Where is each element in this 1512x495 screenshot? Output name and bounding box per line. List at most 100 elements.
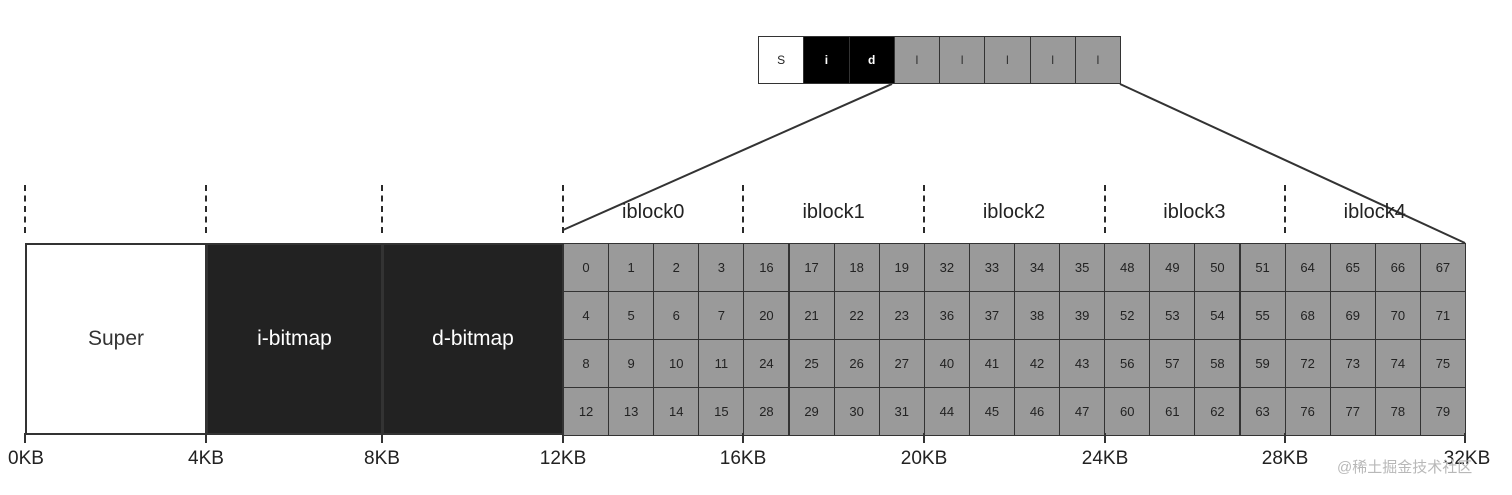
watermark: @稀土掘金技术社区 [1337, 459, 1473, 476]
inode-cell: 35 [1059, 243, 1106, 292]
inode-cell: 64 [1284, 243, 1331, 292]
iblock-label: iblock2 [982, 201, 1046, 223]
inode-cell: 28 [743, 387, 790, 436]
inode-cell: 24 [743, 339, 790, 388]
inode-cell: 46 [1014, 387, 1061, 436]
inode-cell: 3 [698, 243, 745, 292]
inode-cell: 45 [968, 387, 1015, 436]
boundary-dash [562, 185, 564, 233]
inode-cell: 32 [923, 243, 970, 292]
offset-tick-mark [205, 433, 207, 443]
inode-cell: 29 [788, 387, 835, 436]
inode-cell: 49 [1149, 243, 1196, 292]
offset-tick-label: 8KB [364, 448, 400, 469]
offset-tick-mark [923, 433, 925, 443]
boundary-dash [742, 185, 744, 233]
inode-bitmap-label: i-bitmap [257, 327, 332, 350]
inode-cell: 11 [698, 339, 745, 388]
inode-cell: 60 [1104, 387, 1151, 436]
boundary-dash [923, 185, 925, 233]
inode-cell: 39 [1059, 291, 1106, 340]
inode-cell: 59 [1239, 339, 1286, 388]
inode-cell: 67 [1419, 243, 1466, 292]
inode-cell: 19 [878, 243, 925, 292]
inode-cell: 61 [1149, 387, 1196, 436]
offset-tick-mark [381, 433, 383, 443]
inode-cell: 69 [1329, 291, 1376, 340]
inode-cell: 78 [1374, 387, 1421, 436]
inode-cell: 52 [1104, 291, 1151, 340]
inode-cell: 53 [1149, 291, 1196, 340]
offset-tick-label: 0KB [8, 448, 44, 469]
zoom-connector-left [562, 83, 893, 231]
inode-cell: 63 [1239, 387, 1286, 436]
inode-cell: 9 [608, 339, 655, 388]
inode-cell: 13 [608, 387, 655, 436]
inode-cell: 50 [1194, 243, 1241, 292]
inode-cell: 16 [743, 243, 790, 292]
boundary-dash [381, 185, 383, 233]
inode-cell: 7 [698, 291, 745, 340]
inode-cell: 37 [968, 291, 1015, 340]
inode-cell: 22 [833, 291, 880, 340]
zoom-block-gray: I [984, 36, 1031, 84]
inode-cell: 10 [653, 339, 700, 388]
inode-cell: 74 [1374, 339, 1421, 388]
inode-cell: 56 [1104, 339, 1151, 388]
offset-tick-mark [1104, 433, 1106, 443]
inode-cell: 30 [833, 387, 880, 436]
inode-cell: 75 [1419, 339, 1466, 388]
iblock-label: iblock1 [802, 201, 865, 223]
offset-tick-mark [562, 433, 564, 443]
inode-cell: 12 [563, 387, 610, 436]
offset-tick-mark [1284, 433, 1286, 443]
inode-cell: 23 [878, 291, 925, 340]
inode-cell: 15 [698, 387, 745, 436]
data-bitmap-block: d-bitmap [382, 243, 564, 435]
zoom-block-gray: I [1074, 36, 1121, 84]
inode-cell: 43 [1059, 339, 1106, 388]
offset-tick-label: 32KB [1443, 448, 1491, 469]
inode-cell: 58 [1194, 339, 1241, 388]
inode-cell: 20 [743, 291, 790, 340]
inode-cell: 73 [1329, 339, 1376, 388]
inode-cell: 2 [653, 243, 700, 292]
offset-tick-label: 4KB [188, 448, 224, 469]
offset-tick-label: 12KB [539, 448, 587, 469]
inode-cell: 17 [788, 243, 835, 292]
zoom-block-gray: I [1029, 36, 1076, 84]
inode-cell: 77 [1329, 387, 1376, 436]
boundary-dash [1284, 185, 1286, 233]
zoom-block-white: S [758, 36, 805, 84]
super-block-label: Super [87, 327, 145, 350]
inode-cell: 8 [563, 339, 610, 388]
inode-bitmap-block: i-bitmap [206, 243, 383, 435]
inode-cell: 65 [1329, 243, 1376, 292]
zoom-block-black: i [803, 36, 850, 84]
inode-cell: 5 [608, 291, 655, 340]
zoom-connector-right [1119, 83, 1466, 244]
inode-cell: 21 [788, 291, 835, 340]
inode-cell: 33 [968, 243, 1015, 292]
inode-cell: 44 [923, 387, 970, 436]
offset-tick-label: 24KB [1081, 448, 1129, 469]
inode-cell: 18 [833, 243, 880, 292]
zoom-block-black: d [848, 36, 895, 84]
inode-cell: 1 [608, 243, 655, 292]
inode-cell: 0 [563, 243, 610, 292]
inode-cell: 14 [653, 387, 700, 436]
inode-cell: 4 [563, 291, 610, 340]
inode-cell: 41 [968, 339, 1015, 388]
super-block: Super [25, 243, 207, 435]
offset-tick-label: 20KB [900, 448, 948, 469]
inode-cell: 42 [1014, 339, 1061, 388]
inode-cell: 70 [1374, 291, 1421, 340]
inode-cell: 76 [1284, 387, 1331, 436]
inode-cell: 54 [1194, 291, 1241, 340]
boundary-dash [24, 185, 26, 233]
inode-cell: 62 [1194, 387, 1241, 436]
inode-cell: 72 [1284, 339, 1331, 388]
zoom-block-gray: I [893, 36, 940, 84]
